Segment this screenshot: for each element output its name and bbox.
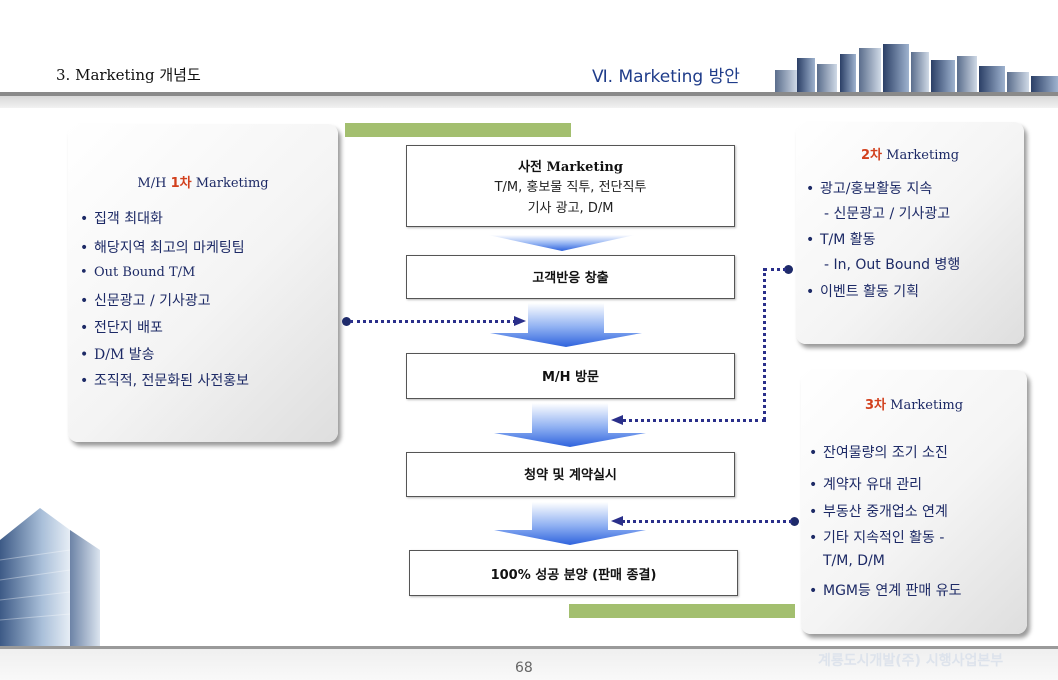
- arrow-down-icon: [490, 303, 642, 347]
- connector-node: [342, 317, 351, 326]
- connector-node: [784, 265, 793, 274]
- panel-title: M/H 1차 Marketimg: [137, 176, 269, 191]
- connector-line: [763, 268, 766, 420]
- section-title: 3. Marketing 개념도: [56, 66, 201, 84]
- second-marketing-list: •광고/홍보활동 지속 - 신문광고 / 기사광고 •T/M 활동 - In, …: [806, 178, 960, 306]
- list-item: •신문광고 / 기사광고: [80, 293, 211, 309]
- list-item: - 신문광고 / 기사광고: [824, 206, 951, 222]
- arrow-down-icon: [494, 403, 646, 447]
- list-item: •잔여물량의 조기 소진: [809, 445, 948, 461]
- list-item: •T/M 활동: [806, 232, 876, 248]
- arrow-right-icon: [514, 316, 526, 326]
- accent-bar-bottom: [569, 604, 795, 618]
- page-number: 68: [515, 660, 533, 676]
- arrow-left-icon: [611, 415, 623, 425]
- connector-line: [622, 419, 766, 422]
- header-rule: [0, 92, 1058, 96]
- arrow-down-icon: [488, 235, 635, 251]
- contract-box: 청약 및 계약실시: [406, 452, 735, 497]
- footer-rule: [0, 646, 1058, 649]
- arrow-down-icon: [494, 502, 646, 545]
- list-item: •부동산 중개업소 연계: [809, 504, 948, 520]
- first-marketing-list: •집객 최대화 •해당지역 최고의 마케팅팀 •Out Bound T/M •신…: [80, 208, 249, 396]
- list-item: •기타 지속적인 활동 -: [809, 530, 945, 546]
- connector-node: [790, 517, 799, 526]
- header-band: [0, 96, 1058, 108]
- list-item: •집객 최대화: [80, 211, 163, 227]
- chapter-title: Ⅵ. Marketing 방안: [592, 67, 740, 87]
- company-name: 계룡도시개발(주) 시행사업본부: [818, 653, 1004, 669]
- connector-line: [350, 320, 516, 323]
- building-image: [0, 508, 100, 646]
- connector-line: [622, 520, 792, 523]
- city-skyline-image: [775, 44, 1058, 94]
- list-item: T/M, D/M: [823, 553, 885, 569]
- footer-band: [0, 649, 1058, 680]
- list-item: •D/M 발송: [80, 347, 155, 363]
- model-house-visit-box: M/H 방문: [406, 353, 735, 399]
- list-item: •광고/홍보활동 지속: [806, 181, 933, 197]
- connector-line: [764, 268, 786, 271]
- list-item: •계약자 유대 관리: [809, 477, 923, 493]
- panel-title: 2차 Marketimg: [860, 148, 960, 163]
- list-item: •조직적, 전문화된 사전홍보: [80, 373, 250, 389]
- second-marketing-panel: 2차 Marketimg •광고/홍보활동 지속 - 신문광고 / 기사광고 •…: [796, 122, 1024, 344]
- accent-bar-top: [345, 123, 571, 137]
- first-marketing-panel: M/H 1차 Marketimg •집객 최대화 •해당지역 최고의 마케팅팀 …: [68, 124, 338, 442]
- pre-marketing-box: 사전 Marketing T/M, 홍보물 직투, 전단직투 기사 광고, D/…: [406, 145, 735, 227]
- list-item: •이벤트 활동 기획: [806, 284, 920, 300]
- list-item: •Out Bound T/M: [80, 265, 196, 280]
- panel-title: 3차 Marketimg: [864, 398, 964, 413]
- list-item: •해당지역 최고의 마케팅팀: [80, 240, 245, 256]
- third-marketing-list: •잔여물량의 조기 소진 •계약자 유대 관리 •부동산 중개업소 연계 •기타…: [809, 442, 962, 606]
- list-item: - In, Out Bound 병행: [824, 257, 961, 273]
- customer-response-box: 고객반응 창출: [406, 255, 735, 299]
- list-item: •MGM등 연계 판매 유도: [809, 583, 962, 599]
- arrow-left-icon: [611, 516, 623, 526]
- success-sale-box: 100% 성공 분양 (판매 종결): [409, 550, 738, 596]
- third-marketing-panel: 3차 Marketimg •잔여물량의 조기 소진 •계약자 유대 관리 •부동…: [801, 370, 1027, 634]
- list-item: •전단지 배포: [80, 320, 163, 336]
- flow-arrows: [488, 235, 646, 545]
